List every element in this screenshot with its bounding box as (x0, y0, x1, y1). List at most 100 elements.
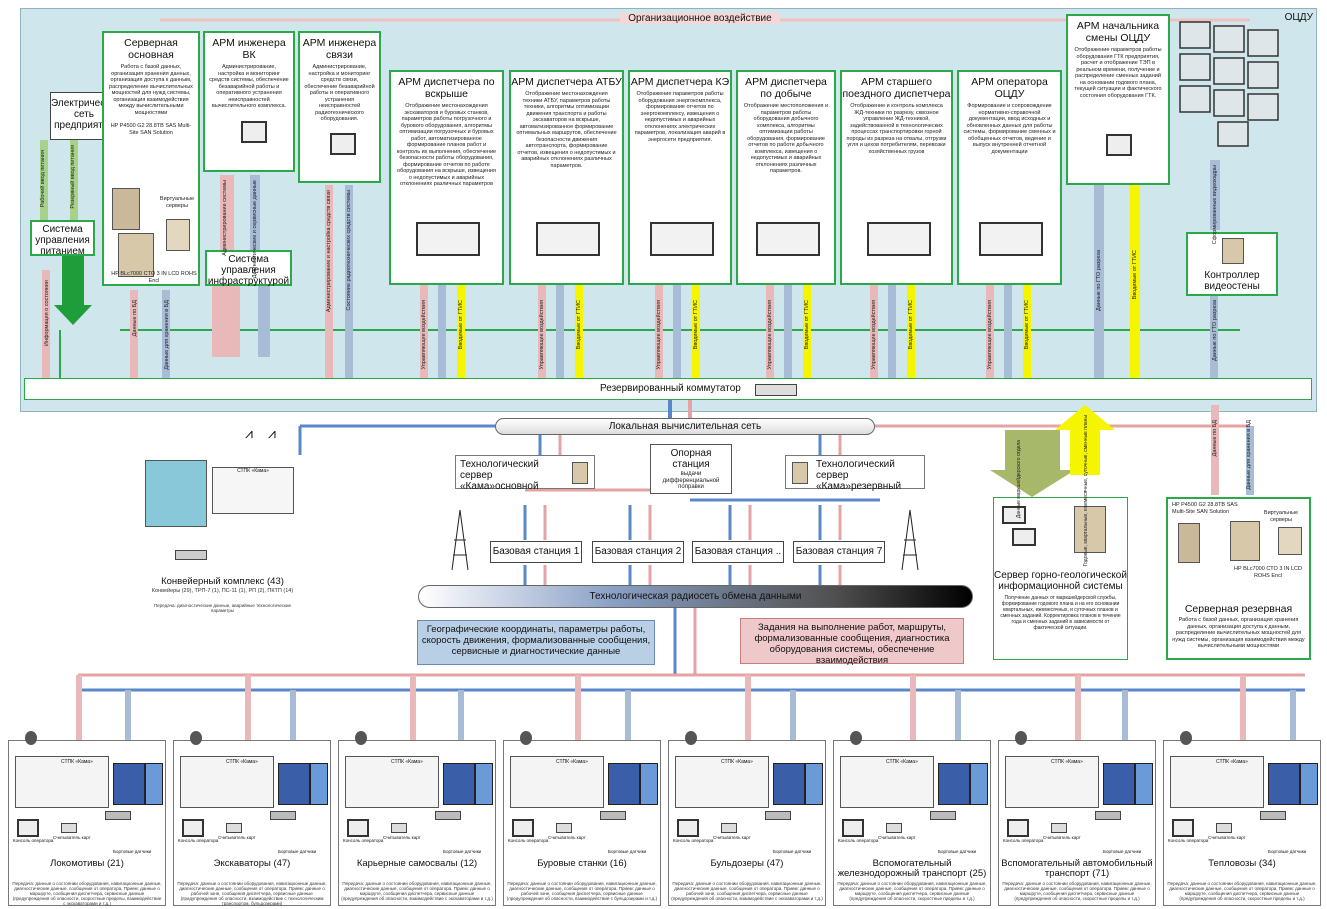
vehicle-name: Буровые станки (16) (537, 858, 627, 869)
display-icon (475, 763, 493, 805)
arm-operator: АРМ оператора ОЦДУ Формирование и сопров… (957, 70, 1062, 285)
display-icon (608, 763, 640, 805)
stpk-block: СТПК «Кама» (510, 756, 604, 808)
antenna-icon (1015, 731, 1027, 745)
gtis-label: Вводимые от ГТИС (458, 300, 464, 350)
antenna-tower-right (901, 509, 919, 571)
db-store-label: Данные для хранения в БД (1246, 420, 1252, 490)
server-icon-2 (118, 233, 154, 277)
base-station-n: Базовая станция .. (692, 541, 784, 563)
card-reader-icon (391, 823, 407, 833)
server-icon (1074, 506, 1106, 553)
antenna-icon (685, 731, 697, 745)
card-reader-icon (1051, 823, 1067, 833)
router-icon (600, 811, 626, 820)
vehicle-desc: Передача: данные о состоянии оборудовани… (506, 881, 658, 901)
tech-server-main: Технологический сервер «Кама»основной (455, 455, 595, 492)
switch-icon (755, 384, 797, 396)
arm-atbu: АРМ диспетчера АТБУ Отображение местонах… (509, 70, 624, 285)
tasks-note: Задания на выполнение работ, маршруты, ф… (740, 618, 964, 666)
arm-poezd: АРМ старшего поездного диспетчера Отобра… (840, 70, 953, 285)
server-reserve: HP P4500 G2 28.8TB SAS Multi-Site SAN So… (1166, 497, 1311, 660)
gto-db-label: Данные по ГТО разреза (1212, 300, 1218, 362)
display-icon (805, 763, 823, 805)
vehicle-name: Бульдозеры (47) (710, 858, 784, 869)
mark-data-arrow (990, 430, 1075, 497)
video-controller: Контроллер видеостены (1186, 232, 1278, 296)
monitor-icon (842, 819, 864, 837)
display-icon (938, 763, 970, 805)
cabinet-icon (145, 460, 207, 527)
display-icon (310, 763, 328, 805)
monitors-icon (979, 222, 1043, 256)
vehicle-desc: Передача: данные о состоянии оборудовани… (341, 881, 493, 901)
vehicle-desc: Передача: данные о состоянии оборудовани… (837, 881, 987, 901)
state-info-label: Информация о состоянии (44, 280, 50, 347)
vehicle-name: Вспомогательный железнодорожный транспор… (837, 858, 987, 879)
card-reader-icon (556, 823, 572, 833)
monitor-icon (330, 133, 356, 155)
ocdu-label: ОЦДУ (1284, 12, 1313, 23)
antenna-icon (190, 731, 202, 745)
working-input-label: Рабочий ввод питания (40, 150, 46, 208)
ctrl-label: Управляющие воздействия (767, 300, 773, 370)
stpk-block: СТПК «Кама» (345, 756, 439, 808)
antenna-icon (1180, 731, 1192, 745)
monitors-icon (416, 222, 480, 256)
stpk-block: СТПК «Кама» (1005, 756, 1099, 808)
server-main: Серверная основная Работа с базой данных… (102, 31, 200, 286)
antenna-icon (355, 731, 367, 745)
stpk-block: СТПК «Кама» (15, 756, 109, 808)
gtis-label: Вводимые от ГТИС (576, 300, 582, 350)
ctrl-label: Управляющие воздействия (871, 300, 877, 370)
lvs: Локальная вычислительная сеть (495, 418, 875, 435)
stpk-block: СТПК «Кама» (180, 756, 274, 808)
arm-svyaz: АРМ инженера связи Администрирование, на… (298, 31, 381, 183)
display-icon (113, 763, 145, 805)
router-icon (930, 811, 956, 820)
vehicle-name: Экскаваторы (47) (213, 858, 291, 869)
ctrl-label: Управляющие воздействия (987, 300, 993, 370)
card-reader-icon (886, 823, 902, 833)
arm-vskrysha: АРМ диспетчера по вскрыше Отображение ме… (389, 70, 504, 285)
display-icon (443, 763, 475, 805)
stpk-block: СТПК «Кама» (212, 467, 294, 514)
display-icon (640, 763, 658, 805)
db-data-label: Данные по БД (132, 300, 138, 337)
router-icon (175, 550, 207, 560)
monitor-icon (17, 819, 39, 837)
stpk-block: СТПК «Кама» (840, 756, 934, 808)
display-icon (773, 763, 805, 805)
router-icon (270, 811, 296, 820)
db-data-label: Данные по БД (1212, 420, 1218, 457)
arm-chief: АРМ начальника смены ОЦДУ Отображение па… (1066, 14, 1170, 185)
base-station-7: Базовая станция 7 (793, 541, 885, 563)
gtis-label: Вводимые от ГТИС (693, 300, 699, 350)
video-wall-icon (1178, 20, 1298, 150)
virtual-servers-icon (166, 219, 190, 251)
virtual-servers-icon (1278, 527, 1302, 555)
vehicle-desc: Передача: данные о состоянии оборудовани… (12, 881, 162, 906)
router-icon (105, 811, 131, 820)
admin-label: Администрирование системы (222, 180, 228, 256)
video-frames-label: Сформированные видеокадры (1212, 165, 1218, 245)
server-icon (572, 462, 588, 484)
workstations-icon (1002, 506, 1052, 556)
reserve-input-label: Резервный ввод питания (70, 145, 76, 209)
server-icon (1178, 523, 1200, 563)
antenna-icon (25, 731, 37, 745)
db-store-label: Данные для хранения в БД (164, 300, 170, 370)
antenna-icon (850, 731, 862, 745)
vehicle-links (76, 675, 1296, 740)
base-station-1: Базовая станция 1 (490, 541, 582, 563)
vehicle-name: Карьерные самосвалы (12) (356, 858, 478, 869)
mark-data-label: Данные маркшейдерского отдела (1016, 440, 1022, 519)
gtis-label: Вводимые от ГТИС (804, 300, 810, 350)
vehicle-desc: Передача: данные о состоянии оборудовани… (1002, 881, 1152, 901)
